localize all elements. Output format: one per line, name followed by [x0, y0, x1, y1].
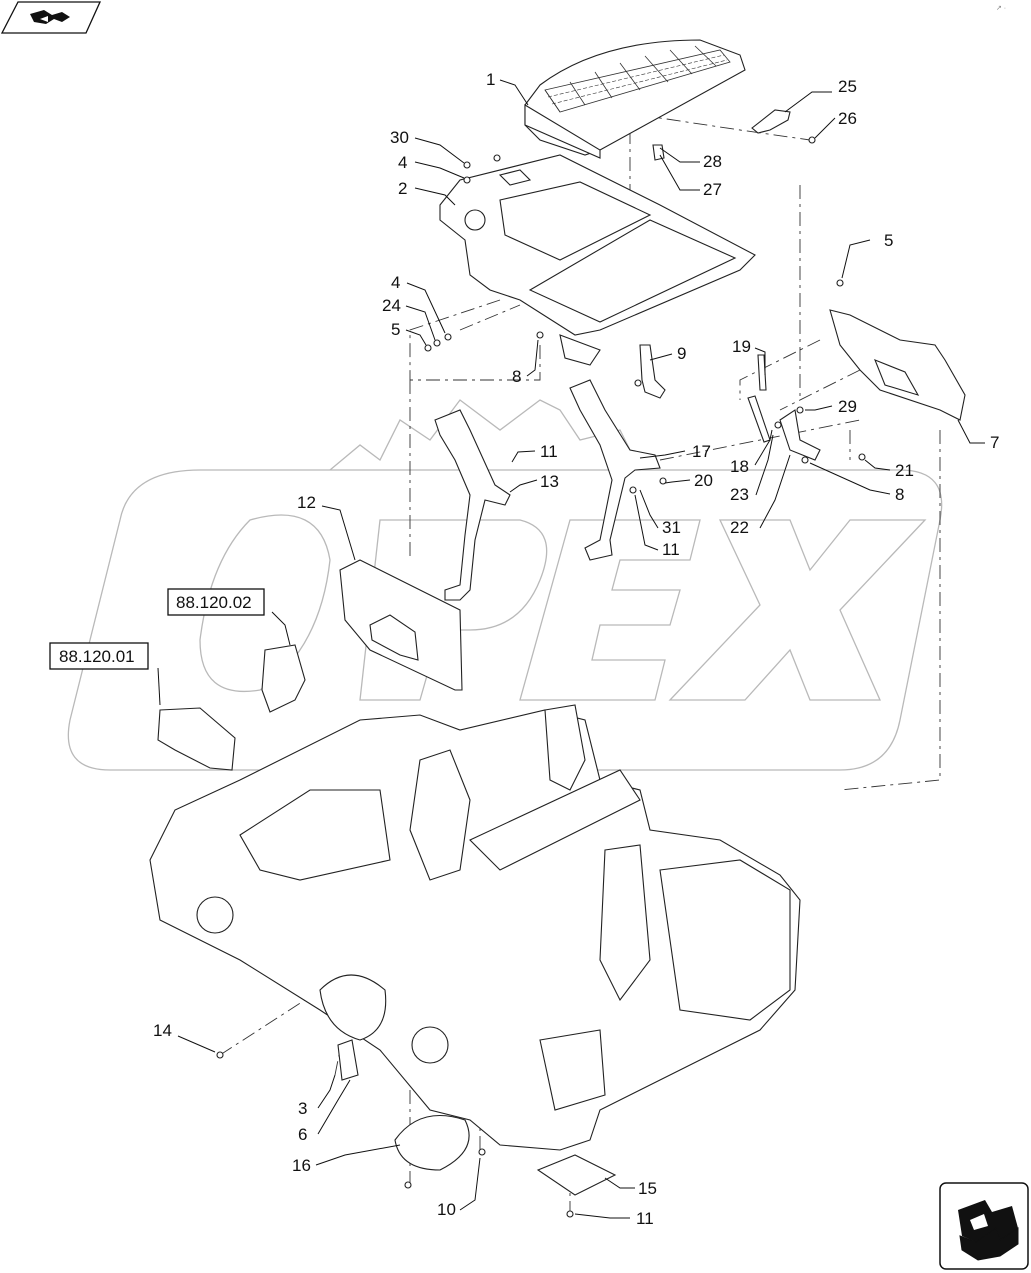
callout-16: 16	[292, 1156, 311, 1175]
callout-8-right: 8	[895, 485, 904, 504]
part-19-gas-strut	[747, 354, 771, 443]
callout-28: 28	[703, 152, 722, 171]
next-page-arrow-icon[interactable]	[939, 1182, 1029, 1270]
fasteners-top-left	[424, 154, 844, 352]
callout-24: 24	[382, 296, 401, 315]
part-1-grill-cover	[524, 39, 746, 159]
callout-31: 31	[662, 518, 681, 537]
callout-5-left: 5	[391, 320, 400, 339]
callout-10: 10	[437, 1200, 456, 1219]
callout-7: 7	[990, 433, 999, 452]
callout-6: 6	[298, 1125, 307, 1144]
callout-14: 14	[153, 1021, 172, 1040]
fasteners-bottom	[216, 1051, 574, 1218]
reference-label: 88.120.01	[59, 647, 135, 666]
callout-3: 3	[298, 1099, 307, 1118]
part-12-panel	[339, 559, 463, 691]
sub-assembly-88-120-02	[261, 644, 306, 713]
callout-1: 1	[486, 70, 495, 89]
callout-29: 29	[838, 397, 857, 416]
main-chassis	[149, 704, 801, 1151]
part-7-side-panel	[829, 309, 966, 421]
callout-21: 21	[895, 461, 914, 480]
book-arrow-icon[interactable]	[0, 1, 102, 34]
part-25-handle	[751, 109, 816, 144]
part-15-plate	[536, 1154, 617, 1196]
part-22-bracket	[774, 406, 866, 464]
callout-11-mid: 11	[662, 540, 680, 559]
callout-5-right: 5	[884, 231, 893, 250]
part-16-cover-disc	[394, 1114, 470, 1171]
part-9-bracket	[634, 344, 666, 399]
part-13-support-arm	[434, 409, 511, 601]
callout-22: 22	[730, 518, 749, 537]
callout-27: 27	[703, 180, 722, 199]
callout-18: 18	[730, 457, 749, 476]
callout-12: 12	[297, 493, 316, 512]
callout-23: 23	[730, 485, 749, 504]
part-2-frame-plate	[439, 154, 756, 366]
sub-assembly-88-120-01	[157, 707, 236, 771]
callout-19: 19	[732, 337, 751, 356]
part-3-plate	[337, 1039, 359, 1081]
callout-26: 26	[838, 109, 857, 128]
callout-20: 20	[694, 471, 713, 490]
callout-11-bottom: 11	[636, 1209, 654, 1228]
callout-15: 15	[638, 1179, 657, 1198]
callout-leaders	[157, 79, 985, 1219]
part-17-support-arm	[569, 379, 667, 561]
callout-8-left: 8	[512, 367, 521, 386]
reference-label: 88.120.02	[176, 593, 252, 612]
callout-9: 9	[677, 344, 686, 363]
callout-25: 25	[838, 77, 857, 96]
callout-17: 17	[692, 442, 711, 461]
parts-27-28-bolts	[652, 144, 665, 161]
callout-4-left: 4	[391, 273, 400, 292]
reference-box-88-120-01[interactable]: 88.120.01	[49, 642, 149, 670]
callout-11-top: 11	[540, 442, 558, 461]
edge-marks: ↗ ·	[996, 5, 1006, 12]
svg-text:↗ ·: ↗ ·	[996, 5, 1006, 12]
reference-box-88-120-02[interactable]: 88.120.02	[167, 588, 265, 616]
callout-13: 13	[540, 472, 559, 491]
callout-30: 30	[390, 128, 409, 147]
callout-labels: 1 25 26 30 4 2 28 27 5 4 24 5 9 8 19 29 …	[153, 70, 999, 1228]
callout-2: 2	[398, 179, 407, 198]
callout-4-top: 4	[398, 153, 407, 172]
